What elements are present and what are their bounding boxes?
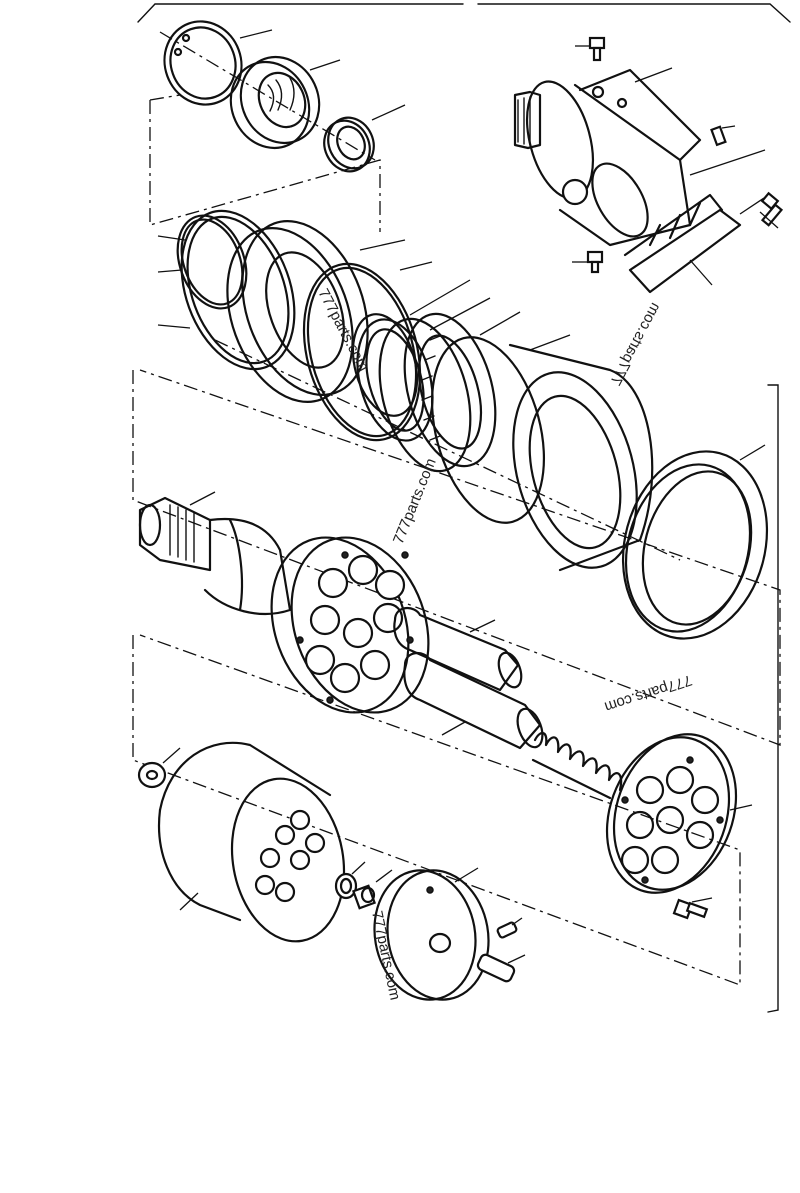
leader-16: [399, 261, 433, 271]
leader-3: [371, 104, 406, 121]
o-ring-mid: [302, 262, 422, 442]
piston-2: [403, 652, 544, 750]
leader-11: [689, 259, 713, 286]
leader-28: [179, 892, 199, 911]
leader-1: [239, 29, 273, 39]
valve-screw: [672, 898, 709, 920]
watermark-5: 777parts.com: [368, 909, 404, 1001]
leader-18: [429, 297, 491, 331]
motor-screw: [760, 191, 784, 227]
motor-bolt-top: [588, 36, 606, 62]
seal-housing: [229, 55, 321, 150]
right-bracket: [767, 384, 779, 1013]
leader-6: [721, 125, 736, 129]
leader-15: [359, 239, 406, 251]
drive-flange: [270, 536, 430, 714]
valve-plate-right: [605, 733, 738, 894]
leader-17: [409, 279, 471, 316]
frame-top-right: [477, 3, 791, 23]
cylinder-block: [158, 741, 346, 943]
center-axis-middle: [214, 339, 681, 561]
ball-guide: [334, 872, 358, 900]
leader-2: [309, 59, 341, 71]
leader-13: [157, 269, 183, 273]
snap-ring-large: [180, 209, 296, 371]
leader-33: [507, 954, 526, 964]
group-box-middle: [132, 369, 781, 746]
center-axis-top: [159, 31, 376, 161]
leader-20: [529, 334, 571, 351]
spring-seat: [351, 884, 377, 910]
leader-23: [469, 619, 496, 633]
watermark-4: 777parts.com: [602, 671, 694, 715]
frame-top-left: [137, 3, 464, 23]
leader-22: [189, 491, 216, 506]
spacer-ring: [356, 318, 434, 442]
group-box-top: [149, 94, 381, 232]
dowel-pin-large: [476, 953, 516, 983]
leader-21: [739, 444, 766, 461]
leader-24: [441, 721, 466, 736]
bearing-housing: [430, 336, 654, 572]
shaft-seal: [323, 116, 375, 173]
motor-bolt-bottom: [586, 250, 604, 274]
roller-bearing: [378, 312, 497, 473]
spring: [531, 732, 623, 800]
flange-disc: [226, 220, 369, 403]
leader-12: [157, 235, 186, 241]
drive-shaft: [138, 496, 292, 615]
leader-29: [351, 861, 366, 875]
retaining-plate: [373, 869, 490, 1001]
piston-1: [393, 607, 523, 692]
leader-19: [479, 311, 521, 336]
watermark-2: 777parts.com: [606, 300, 664, 388]
leader-27: [162, 747, 181, 764]
group-box-lower: [132, 634, 741, 986]
leader-7: [689, 149, 766, 176]
leader-14: [157, 324, 191, 329]
dowel-pin-small: [496, 921, 518, 939]
washer: [137, 761, 167, 789]
assembled-motor: [513, 68, 742, 294]
leader-32: [511, 917, 523, 926]
leader-26: [691, 897, 713, 903]
outer-ring: [621, 450, 769, 640]
leader-5: [634, 67, 673, 83]
retaining-ring-top: [163, 20, 243, 106]
leader-9: [759, 211, 779, 229]
leader-30: [375, 869, 393, 883]
watermark-3: 777parts.com: [390, 456, 440, 547]
leader-31: [454, 867, 479, 883]
leader-8: [739, 197, 765, 215]
leader-25: [729, 804, 753, 811]
motor-pin: [710, 125, 727, 147]
